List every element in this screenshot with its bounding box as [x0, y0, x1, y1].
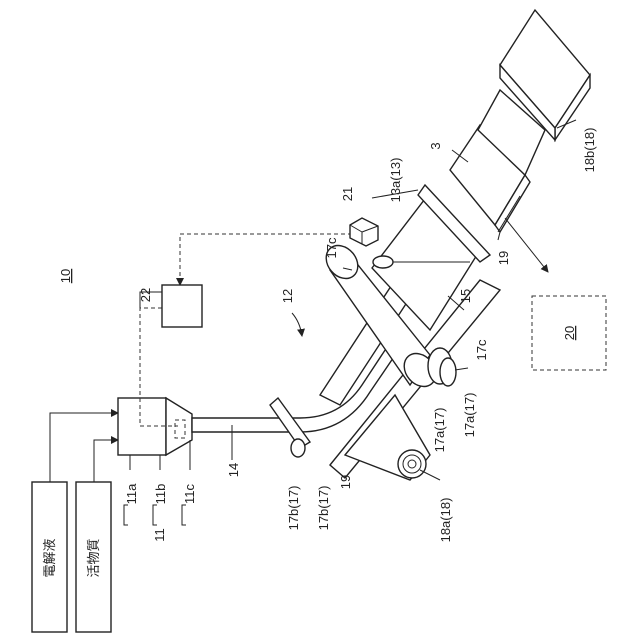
label-feed-roll-top: 17c: [324, 237, 339, 258]
label-takeup-roll: 18b(18): [582, 128, 597, 173]
sensor-21: [350, 218, 378, 246]
label-sensor: 21: [340, 187, 355, 201]
controller-box: [162, 285, 202, 327]
label-device: 10: [58, 269, 73, 283]
label-mixer-c: 11c: [182, 484, 197, 504]
label-sheet: 3: [428, 142, 443, 149]
supply-roll-end: [398, 450, 426, 478]
arrow-to-station: [505, 218, 548, 272]
label-press-roll-1: 17a(17): [432, 408, 447, 453]
label-apparatus: 12: [280, 289, 295, 303]
label-mixer-b: 11b: [153, 484, 168, 505]
label-mixer: 11: [152, 528, 167, 542]
active-material-feed-line: [94, 440, 118, 482]
label-web-bottom: 19: [338, 475, 353, 489]
electrolyte-feed-line: [50, 413, 118, 482]
label-web-top: 19: [496, 251, 511, 265]
label-controller: 22: [138, 288, 153, 302]
label-supply-roll: 18a(18): [438, 498, 453, 543]
active-material-label: 活物質: [87, 538, 102, 577]
label-feed-roll-right: 17c: [474, 339, 489, 360]
electrolyte-label: 電解液: [43, 538, 58, 577]
label-guide-roll-1: 17b(17): [286, 486, 301, 531]
label-coater-die: 13a(13): [388, 158, 403, 203]
label-film: 15: [458, 289, 473, 303]
label-guide-roll-2: 17b(17): [316, 486, 331, 531]
label-press-roll-2: 17a(17): [462, 393, 477, 438]
label-mixer-a: 11a: [124, 483, 139, 504]
label-station: 20: [562, 326, 577, 340]
label-nozzle: 14: [226, 463, 241, 477]
